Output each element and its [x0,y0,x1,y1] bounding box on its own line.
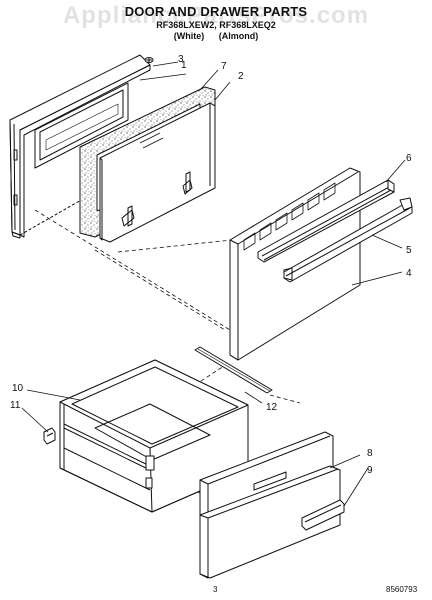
callout-3: 3 [178,54,184,65]
callout-4: 4 [406,268,412,279]
lower-drawer-panel [199,465,341,579]
callout-10: 10 [12,383,24,394]
drawer-body [59,359,249,513]
document-number: 8560793 [386,585,418,594]
callout-8: 8 [367,448,373,459]
callout-11: 11 [10,400,21,411]
leader-lines [21,61,406,507]
drawer-front-panel [229,167,361,361]
screw [144,57,154,63]
drawer-slide-strip [194,346,273,394]
drawer-handle-bar [283,197,413,283]
drawer-glide [43,427,56,445]
diagram-title: DOOR AND DRAWER PARTS [124,4,308,19]
callout-6: 6 [406,153,412,164]
outer-door-frame [9,54,151,239]
callout-7: 7 [221,61,227,72]
color-white: (White) [173,31,205,41]
watermark: AppliancePartsPros.com [62,2,370,29]
color-variants: (White) (Almond) [0,31,432,41]
callout-1: 1 [181,60,187,71]
callout-5: 5 [406,245,412,256]
color-almond: (Almond) [218,31,259,41]
model-numbers: RF368LXEW2, RF368LXEQ2 [156,20,276,30]
callout-2: 2 [238,71,244,82]
inner-door-panel [99,102,216,243]
page-number: 3 [213,585,218,594]
callout-12: 12 [266,402,278,413]
callout-9: 9 [367,465,373,476]
drawer-handle [301,499,345,531]
